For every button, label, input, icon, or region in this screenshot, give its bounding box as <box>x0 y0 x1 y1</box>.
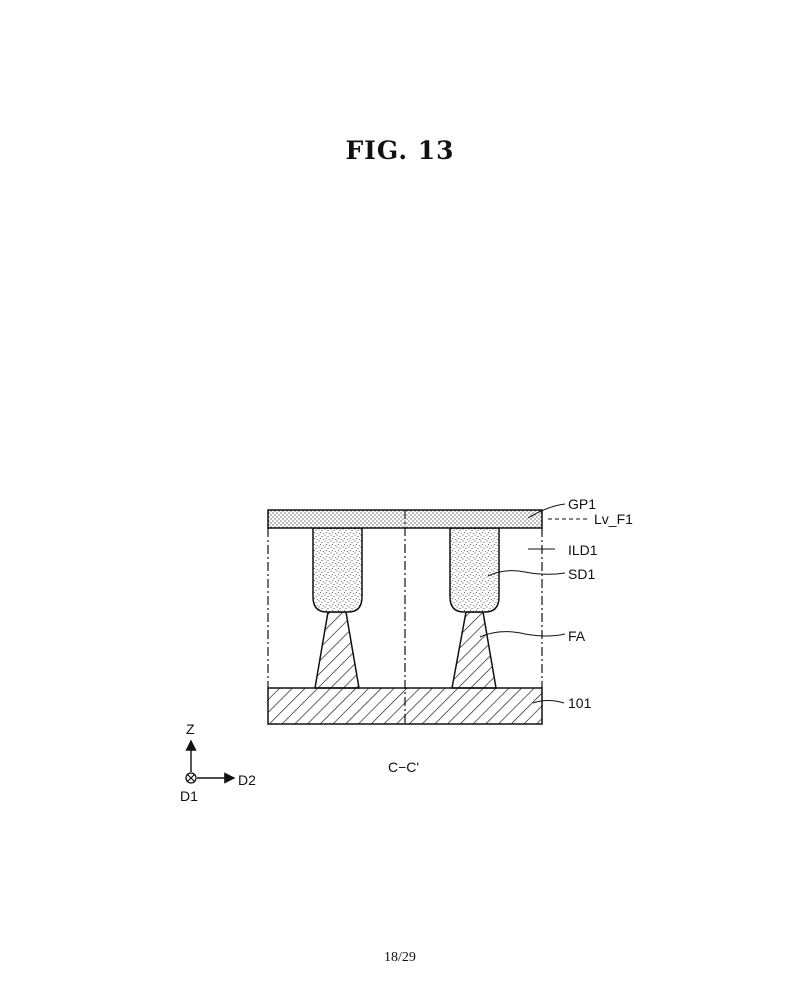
label-substrate: 101 <box>568 695 592 711</box>
source-drain-left <box>312 527 363 613</box>
label-gp1: GP1 <box>568 496 596 512</box>
page-number: 18/29 <box>384 950 416 965</box>
label-ild1: ILD1 <box>568 542 598 558</box>
fin-active-right <box>451 611 497 689</box>
fin-active-left <box>314 611 360 689</box>
axis-d1-label: D1 <box>180 788 198 804</box>
axis-d2-label: D2 <box>238 772 256 788</box>
section-label: C−C' <box>388 759 419 775</box>
figure-title: FIG. 13 <box>345 136 455 165</box>
axis-indicator: Z D2 D1 <box>180 721 256 804</box>
source-drain-right <box>449 527 500 613</box>
axis-z-label: Z <box>186 721 195 737</box>
label-lv-f1: Lv_F1 <box>594 511 633 527</box>
label-fa: FA <box>568 628 586 644</box>
label-sd1: SD1 <box>568 566 595 582</box>
